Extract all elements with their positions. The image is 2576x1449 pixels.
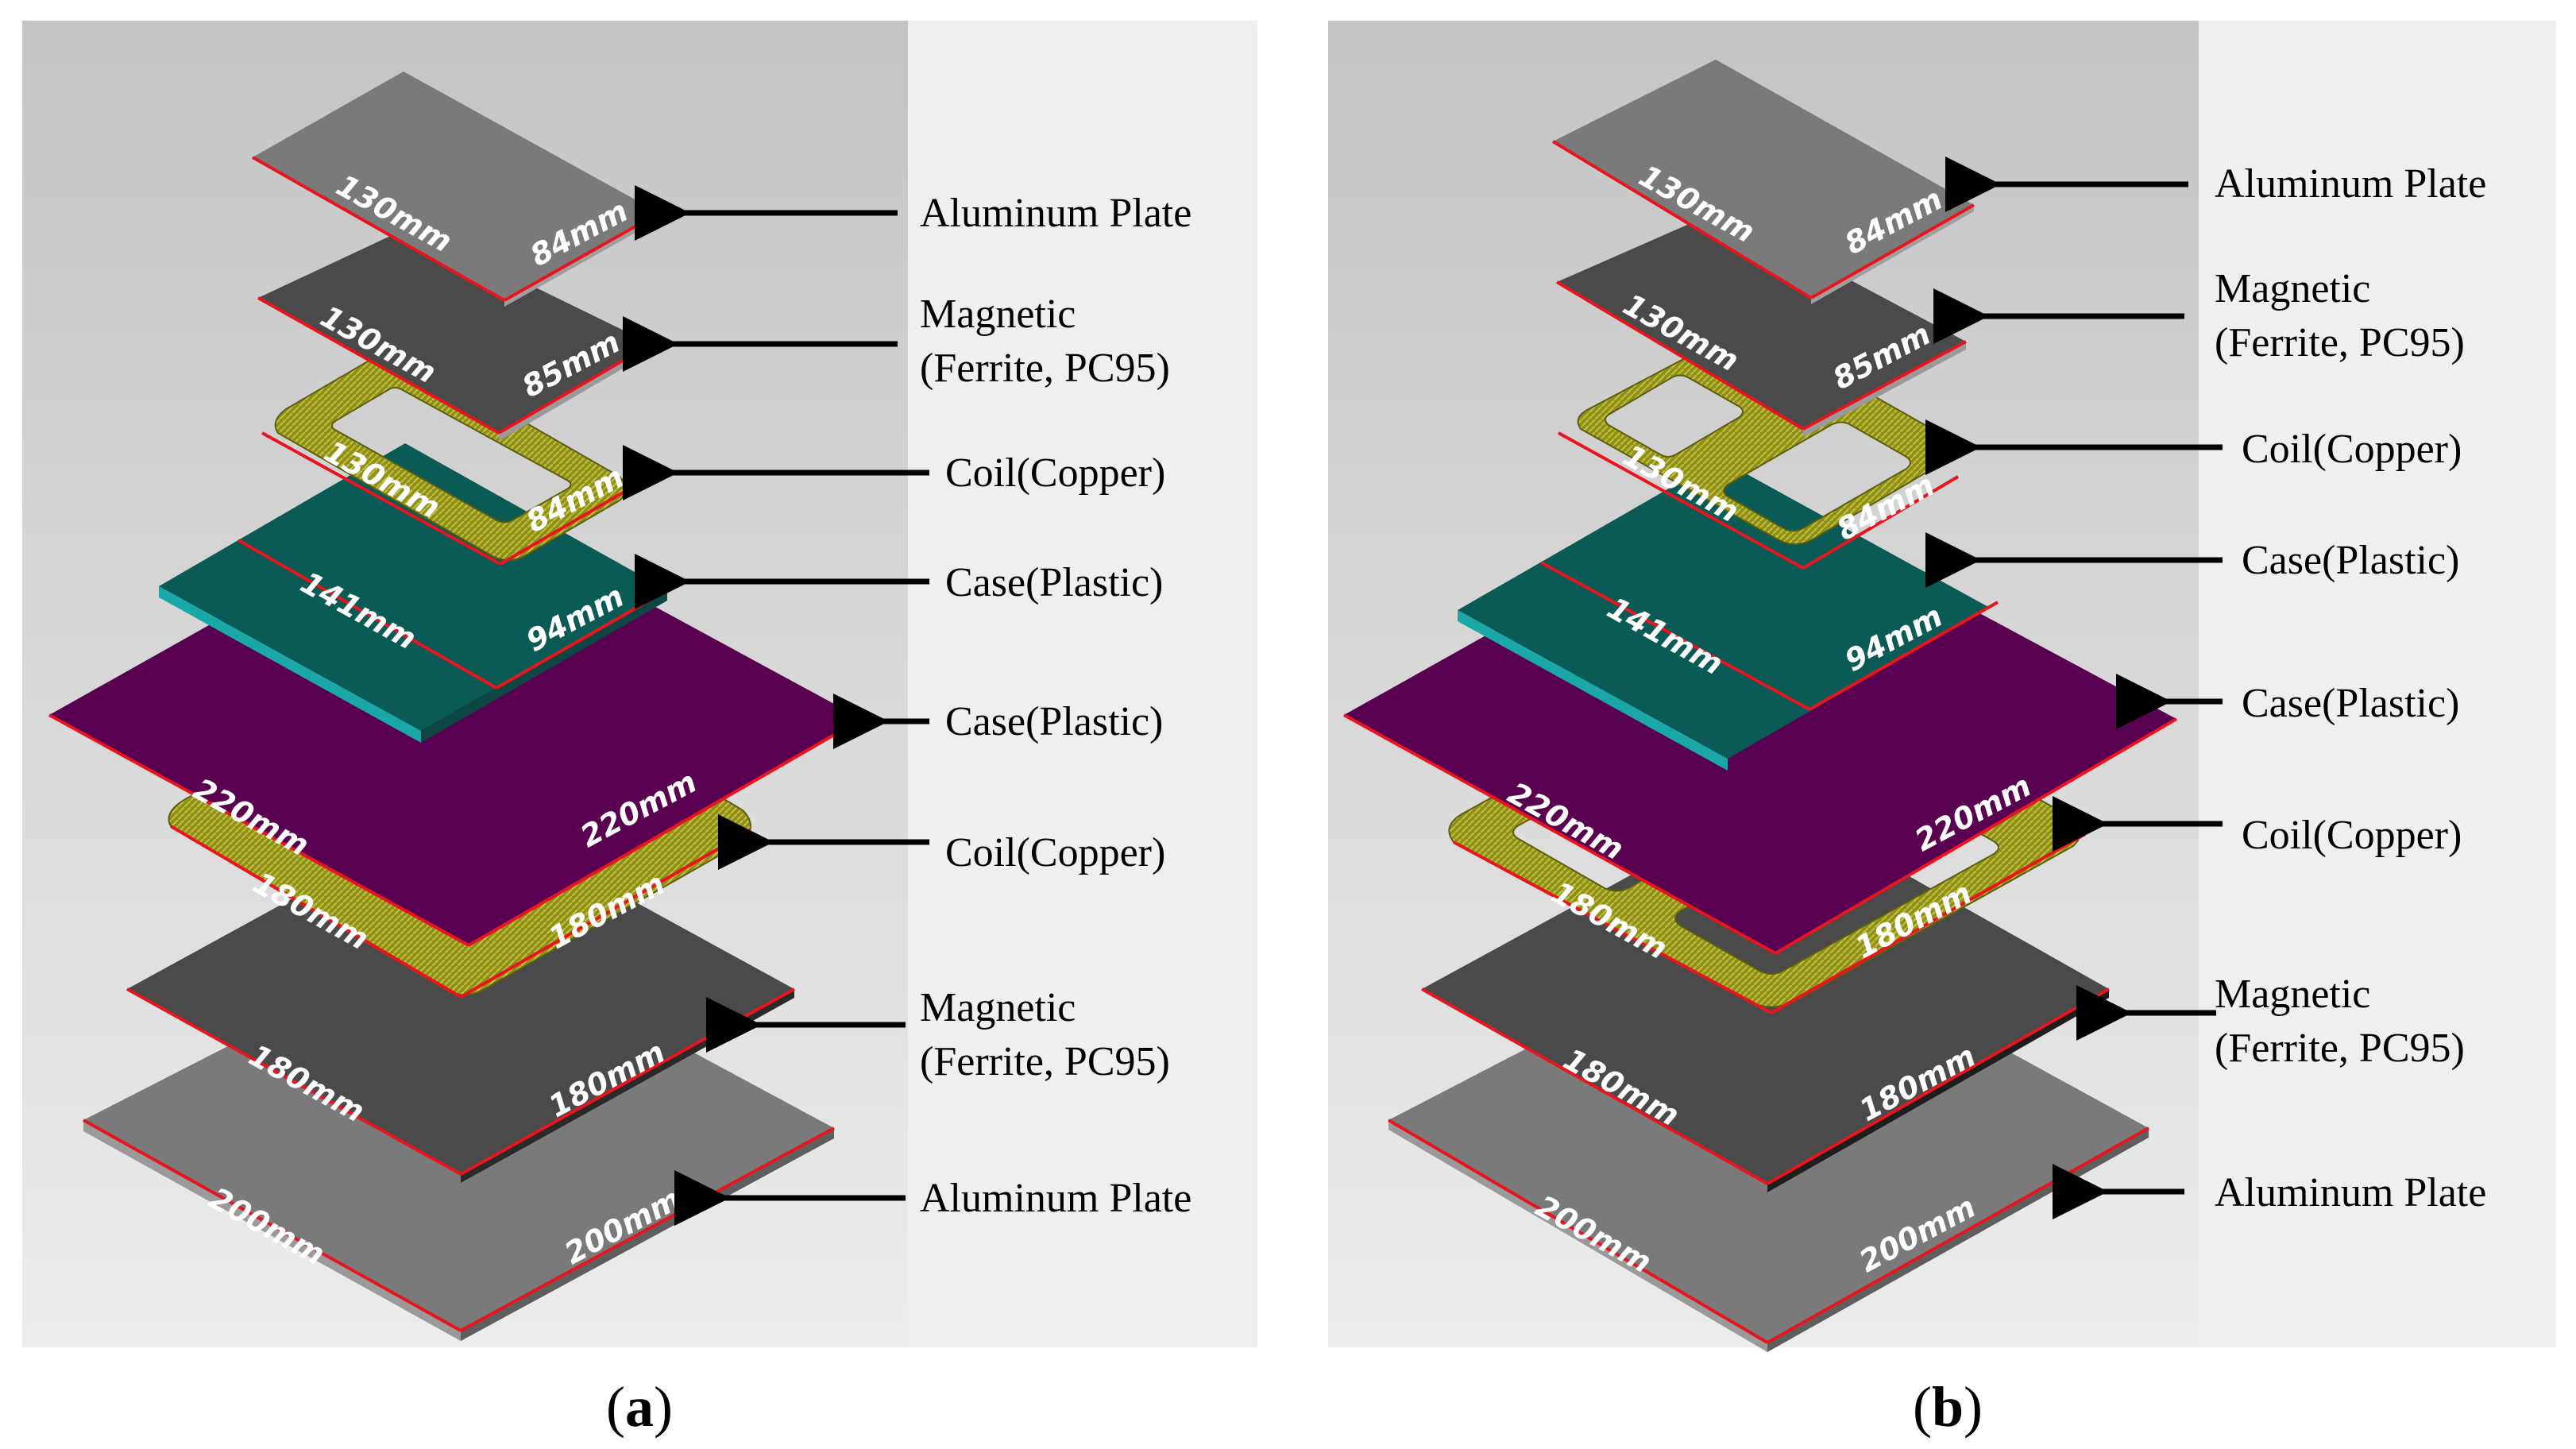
label-coil-top: Coil(Copper) [2242, 427, 2462, 472]
label-magnetic-top: Magnetic [2215, 266, 2370, 311]
caption-open-paren: ( [606, 1375, 625, 1439]
label-coil-bottom: Coil(Copper) [945, 830, 1165, 875]
caption-close-paren: ) [654, 1375, 673, 1439]
label-aluminum-plate-bottom: Aluminum Plate [920, 1176, 1191, 1221]
label-aluminum-plate-top: Aluminum Plate [2215, 161, 2486, 207]
label-magnetic-bottom-line2: (Ferrite, PC95) [2215, 1026, 2465, 1071]
caption-letter: b [1932, 1375, 1964, 1439]
panel-b: 200mm 200mm 180mm 180mm 180mm 180mm 220m… [1328, 21, 2556, 1439]
label-aluminum-plate-top: Aluminum Plate [920, 191, 1191, 236]
panel-a-caption: (a) [606, 1375, 673, 1439]
panel-b-label-area [2199, 21, 2556, 1347]
panel-a-label-area [908, 21, 1257, 1347]
label-case-large: Case(Plastic) [2242, 681, 2459, 726]
layer-aluminum-plate-top: 130mm 84mm [252, 71, 660, 307]
label-magnetic-bottom: Magnetic [2215, 972, 2370, 1017]
label-aluminum-plate-bottom: Aluminum Plate [2215, 1170, 2486, 1215]
label-magnetic-top-line2: (Ferrite, PC95) [2215, 320, 2465, 365]
label-magnetic-bottom-line2: (Ferrite, PC95) [920, 1039, 1170, 1084]
panel-a-callouts: Aluminum Plate Magnetic (Ferrite, PC95) … [623, 185, 1191, 1226]
label-case-small: Case(Plastic) [2242, 538, 2459, 583]
caption-letter: a [625, 1375, 654, 1439]
label-magnetic-top-line2: (Ferrite, PC95) [920, 346, 1170, 391]
layer-magnetic-top: 130mm 85mm [257, 226, 653, 441]
panel-a: 200mm 200mm 180mm 180mm 180mm 180mm 220m… [22, 21, 1257, 1439]
label-magnetic-bottom: Magnetic [920, 985, 1076, 1030]
caption-open-paren: ( [1913, 1375, 1932, 1439]
panel-b-callouts: Aluminum Plate Magnetic (Ferrite, PC95) … [1925, 156, 2486, 1219]
panel-b-caption: (b) [1913, 1375, 1983, 1439]
label-coil-top: Coil(Copper) [945, 450, 1165, 496]
label-case-small: Case(Plastic) [945, 560, 1163, 605]
label-coil-bottom: Coil(Copper) [2242, 813, 2462, 858]
label-magnetic-top: Magnetic [920, 292, 1076, 337]
label-case-large: Case(Plastic) [945, 699, 1163, 744]
caption-close-paren: ) [1964, 1375, 1983, 1439]
